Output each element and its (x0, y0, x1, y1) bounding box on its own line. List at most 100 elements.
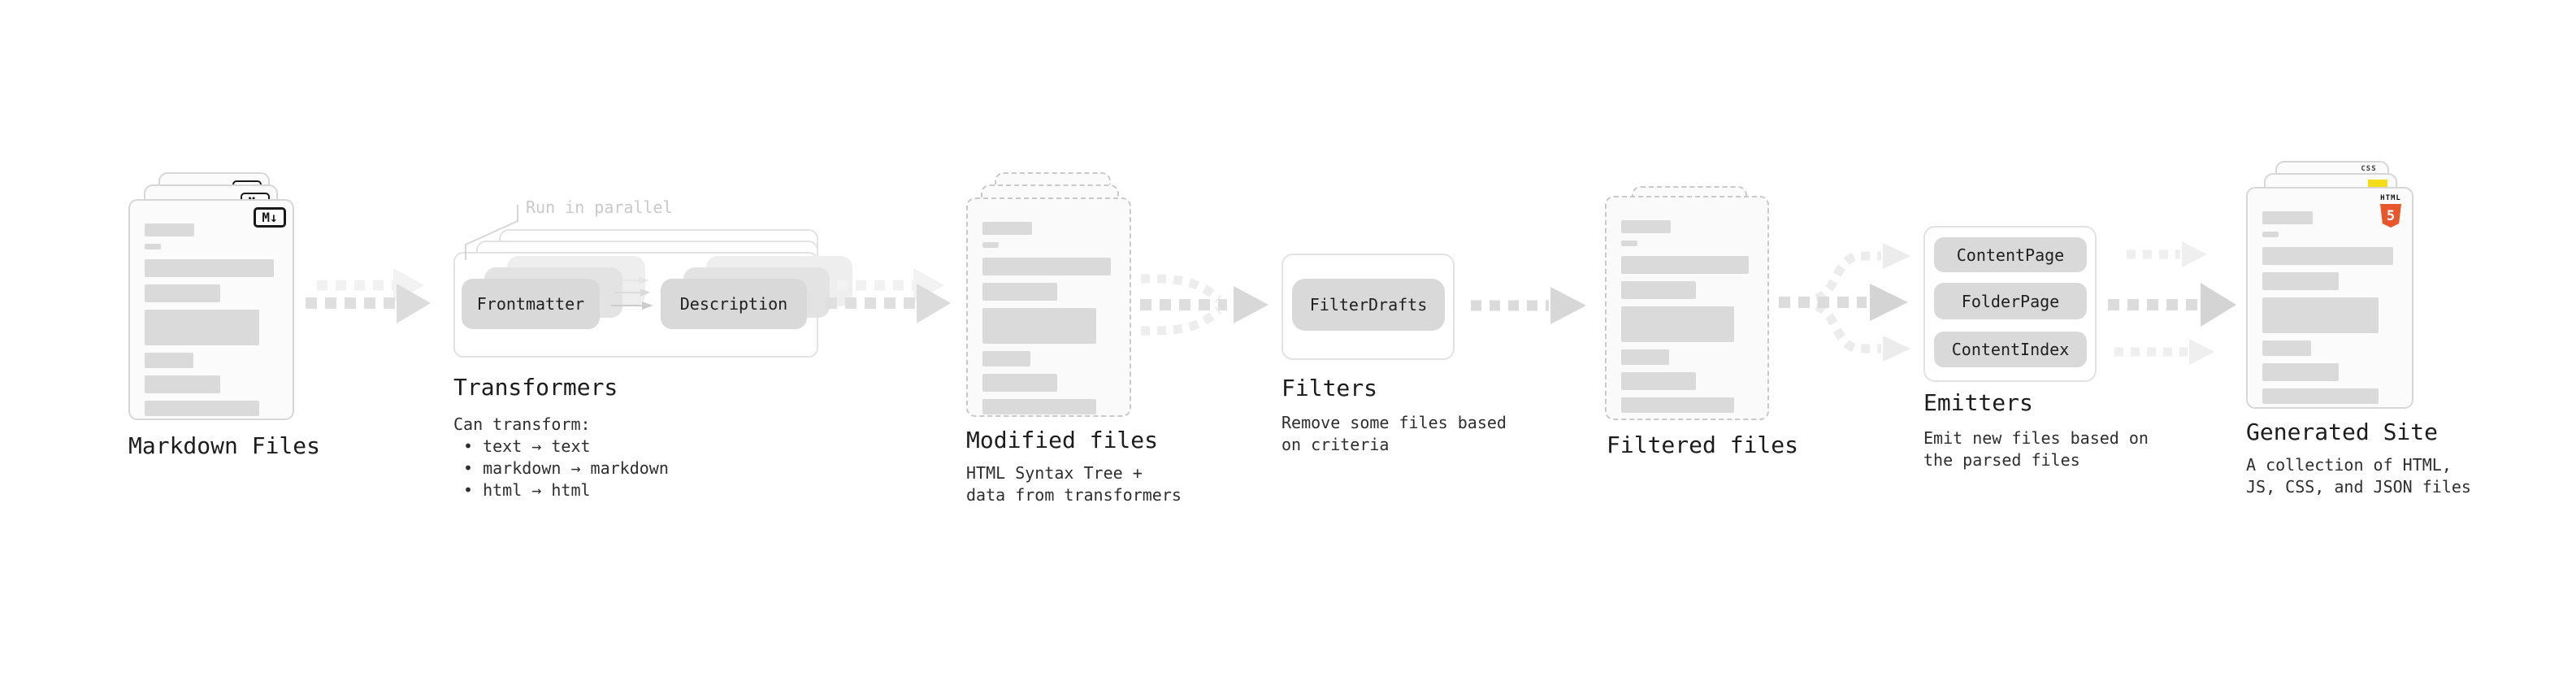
arrow-filters-to-filtered (1471, 287, 1586, 324)
desc-line: A collection of HTML, (2246, 455, 2452, 475)
merge-curve-top (1140, 274, 1222, 303)
small-arrowhead (642, 301, 653, 310)
page-content-skeleton (1621, 220, 1754, 413)
markdown-icon: M↓ (254, 207, 286, 228)
leader-line (465, 205, 518, 260)
skeleton-bar (982, 222, 1033, 235)
html-page-front: HTML 5 (2246, 187, 2413, 409)
fan-curve-top (1814, 251, 1881, 303)
html5-icon-label: HTML (2380, 194, 2401, 202)
stage-title-emitters: Emitters (1923, 389, 2033, 416)
markdown-page-front: M↓ (128, 199, 294, 420)
arrow-filtered-to-emitters-fanout (1779, 243, 1910, 362)
filtered-files-stack (1605, 186, 1784, 430)
skeleton-bar (982, 374, 1058, 392)
arrowhead (1870, 284, 1908, 321)
skeleton-bar (145, 375, 220, 393)
modified-files-description: HTML Syntax Tree + data from transformer… (966, 462, 1182, 506)
filters-description: Remove some files based on criteria (1281, 412, 1507, 456)
skeleton-bar (2262, 388, 2379, 404)
arrow-transformers-to-modified (826, 268, 951, 323)
small-arrowhead (639, 276, 648, 284)
skeleton-bar (1621, 281, 1696, 299)
stage-title-filters: Filters (1281, 375, 1378, 401)
filterdrafts-pill: FilterDrafts (1292, 279, 1445, 331)
skeleton-bar (1621, 349, 1670, 365)
run-in-parallel-leader-line (465, 205, 518, 260)
skeleton-bar (2262, 272, 2340, 290)
html5-icon-shield: 5 (2380, 204, 2401, 228)
arrowhead-light (2182, 241, 2207, 267)
arrow-markdown-to-transformers (306, 268, 431, 323)
skeleton-bar (1621, 256, 1750, 274)
arrowhead (397, 284, 431, 323)
desc-line: JS, CSS, and JSON files (2246, 477, 2471, 497)
small-arrowhead (640, 288, 650, 297)
arrowhead (1550, 287, 1586, 324)
stage-title-generated-site: Generated Site (2246, 419, 2439, 445)
arrows-emitters-to-generated (2108, 241, 2236, 365)
skeleton-bar (982, 258, 1112, 275)
desc-bullet: • markdown → markdown (463, 458, 669, 478)
skeleton-bar (2262, 211, 2314, 224)
desc-line: data from transformers (966, 485, 1182, 505)
desc-line: the parsed files (1923, 450, 2080, 470)
emitters-description: Emit new files based on the parsed files (1923, 427, 2149, 471)
arrowhead (917, 284, 951, 323)
skeleton-bar (982, 399, 1097, 414)
skeleton-bar (1621, 372, 1696, 390)
html5-icon: HTML 5 (2378, 194, 2404, 228)
generated-site-description: A collection of HTML, JS, CSS, and JSON … (2246, 454, 2471, 498)
merge-curve-bottom (1140, 306, 1222, 336)
folderpage-pill: FolderPage (1934, 283, 2087, 319)
stage-title-transformers: Transformers (453, 374, 618, 401)
skeleton-bar (982, 283, 1058, 301)
contentindex-pill: ContentIndex (1934, 332, 2087, 367)
desc-line: HTML Syntax Tree + (966, 463, 1143, 483)
page-content-skeleton (982, 222, 1117, 414)
contentpage-pill: ContentPage (1934, 237, 2087, 272)
page-content-skeleton (2262, 211, 2399, 404)
skeleton-bar (2262, 363, 2340, 381)
transformers-description: Can transform: • text → text • markdown … (453, 414, 669, 501)
arrowhead-light (1883, 336, 1910, 362)
modified-page-front (966, 197, 1131, 417)
skeleton-bar (1621, 306, 1735, 342)
skeleton-bar (2262, 340, 2312, 356)
desc-line: Remove some files based (1281, 413, 1507, 432)
skeleton-bar (982, 351, 1031, 367)
desc-bullet: • text → text (463, 436, 591, 456)
skeleton-bar (145, 401, 260, 416)
css-icon-label: CSS (2361, 165, 2377, 173)
skeleton-bar (982, 308, 1097, 344)
skeleton-bar (2262, 247, 2394, 265)
stage-title-filtered-files: Filtered files (1607, 432, 1799, 458)
stage-title-markdown-files: Markdown Files (128, 432, 321, 459)
skeleton-bar (2262, 297, 2379, 333)
fan-curve-bottom (1814, 301, 1881, 354)
skeleton-bar (145, 310, 260, 345)
desc-line: Emit new files based on (1923, 428, 2149, 448)
modified-files-stack (966, 172, 1145, 432)
skeleton-bar (982, 242, 999, 248)
stage-title-modified-files: Modified files (966, 427, 1159, 453)
skeleton-bar (2262, 232, 2279, 237)
skeleton-bar (145, 284, 220, 302)
skeleton-bar (145, 353, 193, 368)
pill-to-pill-arrows (611, 276, 653, 310)
frontmatter-pill: Frontmatter (462, 279, 600, 329)
description-pill: Description (661, 279, 807, 329)
filtered-page-front (1605, 196, 1769, 420)
desc-bullet: • html → html (463, 480, 591, 500)
skeleton-bar (1621, 397, 1735, 413)
generated-site-stack: CSS HTML 5 (2246, 161, 2425, 421)
markdown-files-stack: M↓ M↓ M↓ (128, 172, 323, 432)
run-in-parallel-annotation: Run in parallel (526, 197, 673, 217)
arrowhead (2201, 283, 2236, 327)
page-content-skeleton (145, 223, 280, 416)
skeleton-bar (145, 223, 195, 236)
desc-header: Can transform: (453, 414, 591, 434)
skeleton-bar (145, 259, 275, 277)
skeleton-bar (1621, 220, 1671, 233)
